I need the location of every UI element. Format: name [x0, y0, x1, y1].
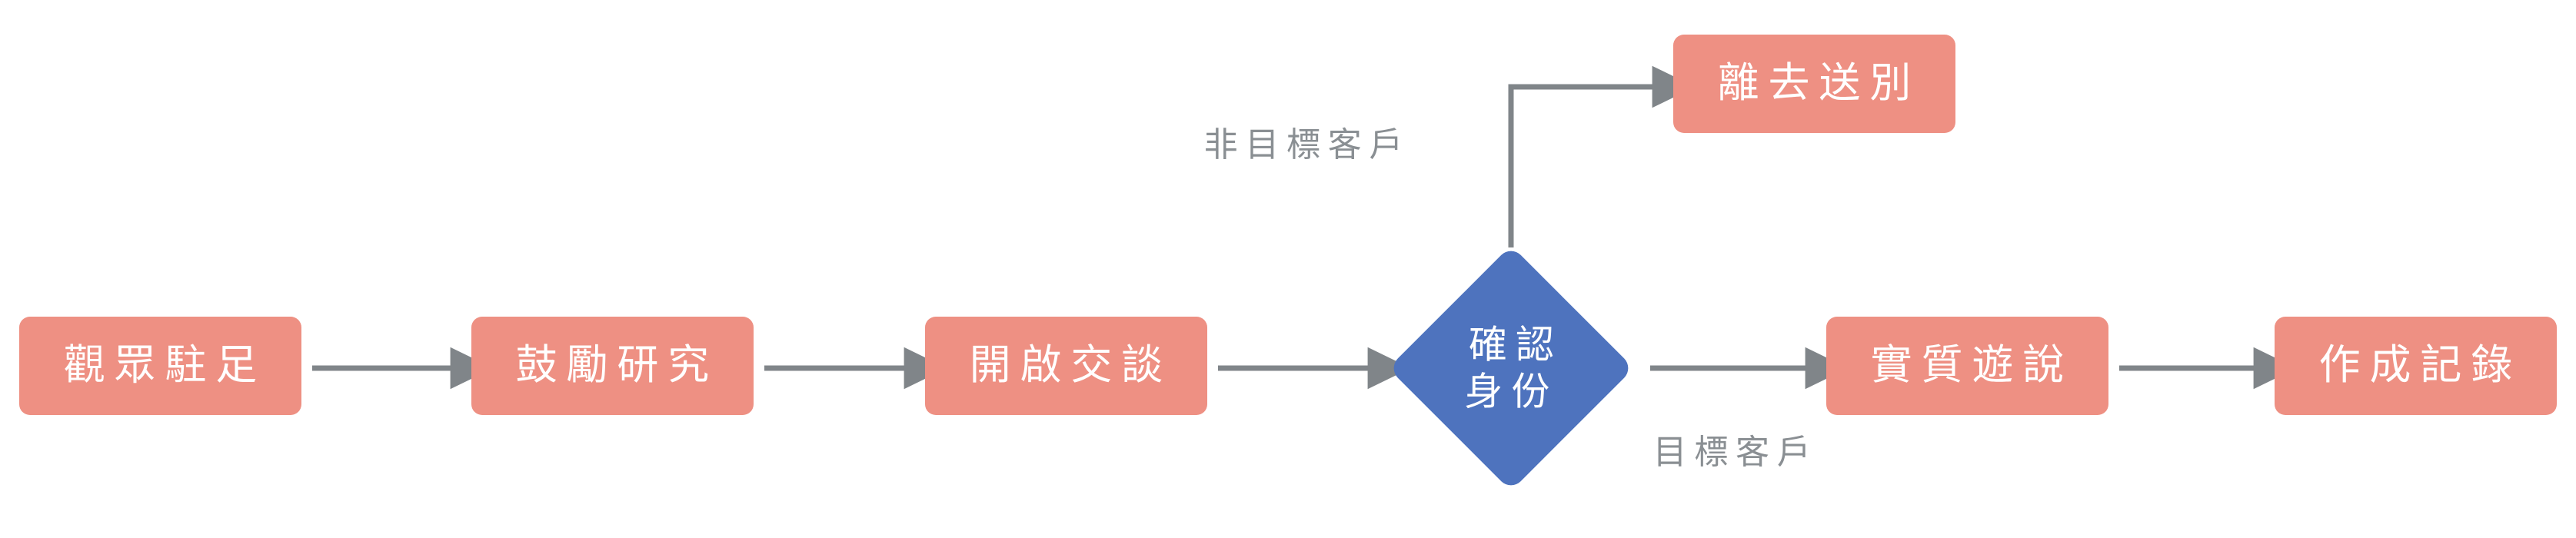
node-audience-stop[interactable]: 觀眾駐足 [19, 317, 301, 415]
edge-label-target-customer: 目標客戶 [1652, 433, 1819, 471]
node-label: 確認 身份 [1460, 321, 1563, 415]
node-label: 離去送別 [1717, 60, 1921, 107]
node-label: 開啟交談 [969, 342, 1173, 389]
node-verify-identity[interactable]: 確認 身份 [1388, 245, 1634, 491]
node-label: 觀眾駐足 [63, 342, 267, 389]
node-leave-see-off[interactable]: 離去送別 [1673, 35, 1955, 133]
edge-label-non-target-customer: 非目標客戶 [1203, 126, 1411, 164]
node-substantive-lobbying[interactable]: 實質遊說 [1826, 317, 2108, 415]
node-label-line1: 確認 [1468, 323, 1563, 366]
node-start-conversation[interactable]: 開啟交談 [925, 317, 1207, 415]
connector-n4-n5 [1508, 65, 1696, 247]
node-label-line2: 身份 [1464, 370, 1558, 413]
node-label: 作成記錄 [2318, 342, 2522, 389]
node-encourage-research[interactable]: 鼓勵研究 [471, 317, 754, 415]
node-create-record[interactable]: 作成記錄 [2275, 317, 2557, 415]
node-label: 鼓勵研究 [515, 342, 719, 389]
node-label: 實質遊說 [1870, 342, 2074, 389]
